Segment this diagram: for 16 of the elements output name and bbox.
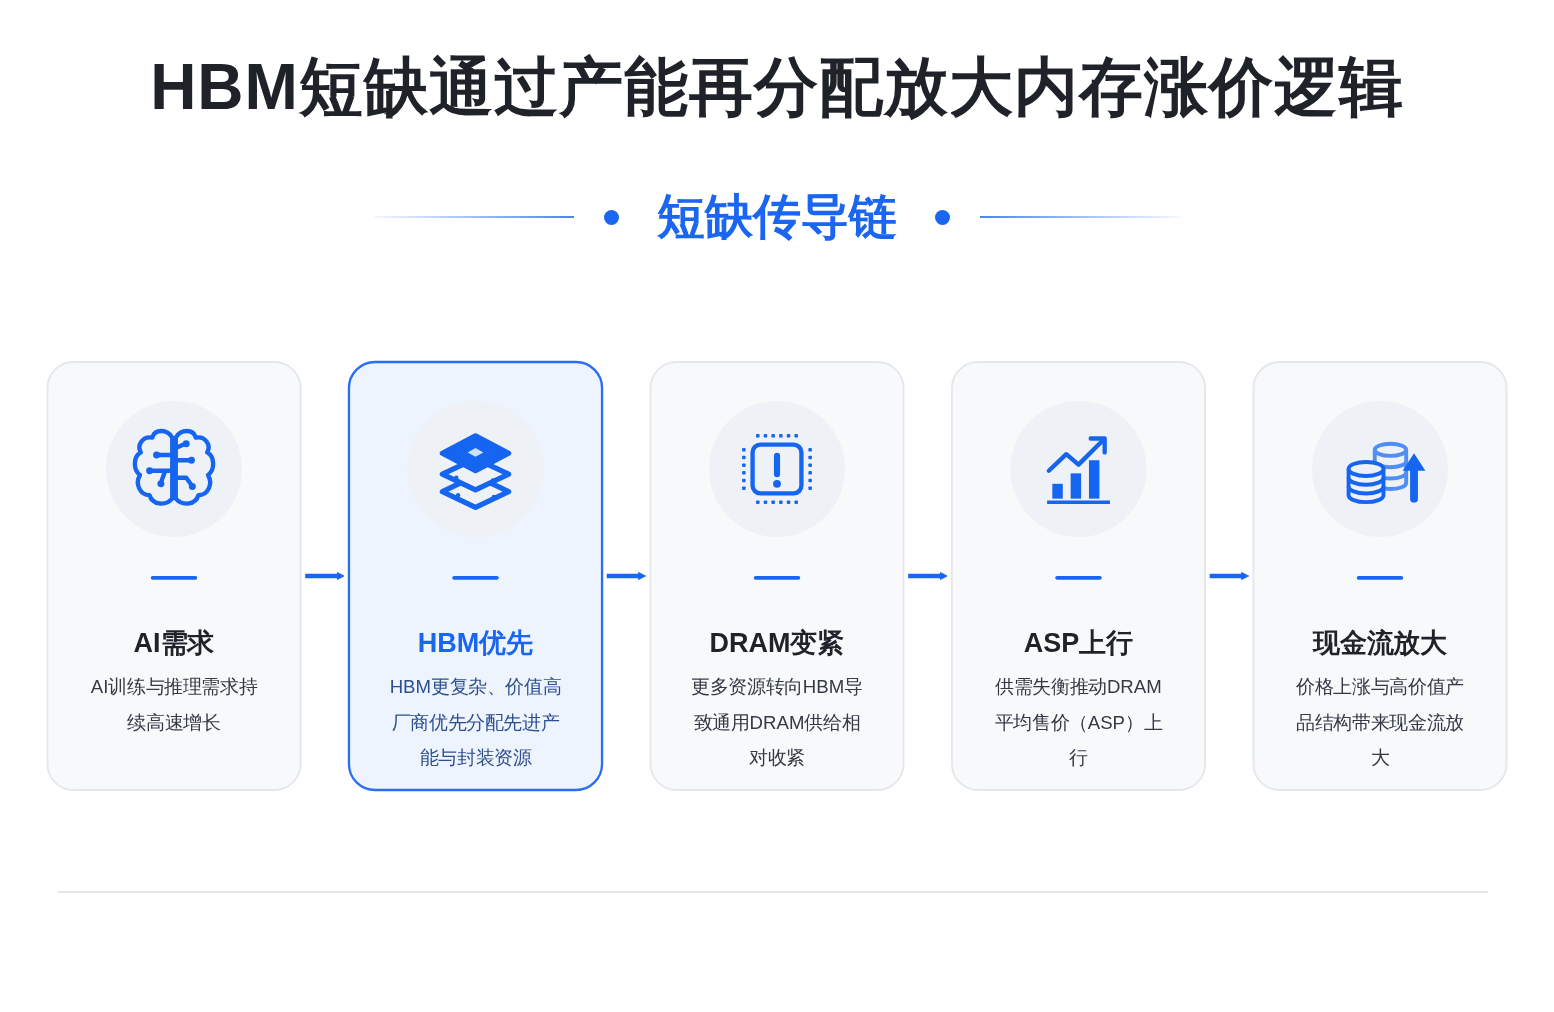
card-description: 价格上涨与高价值产品结构带来现金流放大 [1295, 675, 1465, 770]
card-description: 更多资源转向HBM导致通用DRAM供给相对收紧 [690, 675, 864, 770]
diagram-title: HBM短缺通过产能再分配放大内存涨价逻辑 [150, 50, 1404, 125]
card-title: HBM优先 [417, 628, 534, 658]
card-title: DRAM变紧 [709, 628, 845, 658]
card-description: AI训练与推理需求持续高速增长 [89, 675, 259, 735]
arrow [1209, 571, 1250, 581]
arrow [606, 571, 647, 581]
card-title: ASP上行 [1023, 628, 1134, 658]
card-description: 供需失衡推动DRAM平均售价（ASP）上行 [993, 675, 1164, 770]
section-heading: 短缺传导链 [657, 189, 897, 245]
card-title: AI需求 [133, 628, 215, 658]
arrow [908, 571, 948, 581]
card-description: HBM更复杂、价值高厂商优先分配先进产能与封装资源 [388, 675, 563, 770]
card-title: 现金流放大 [1312, 628, 1448, 658]
arrow [305, 571, 345, 581]
